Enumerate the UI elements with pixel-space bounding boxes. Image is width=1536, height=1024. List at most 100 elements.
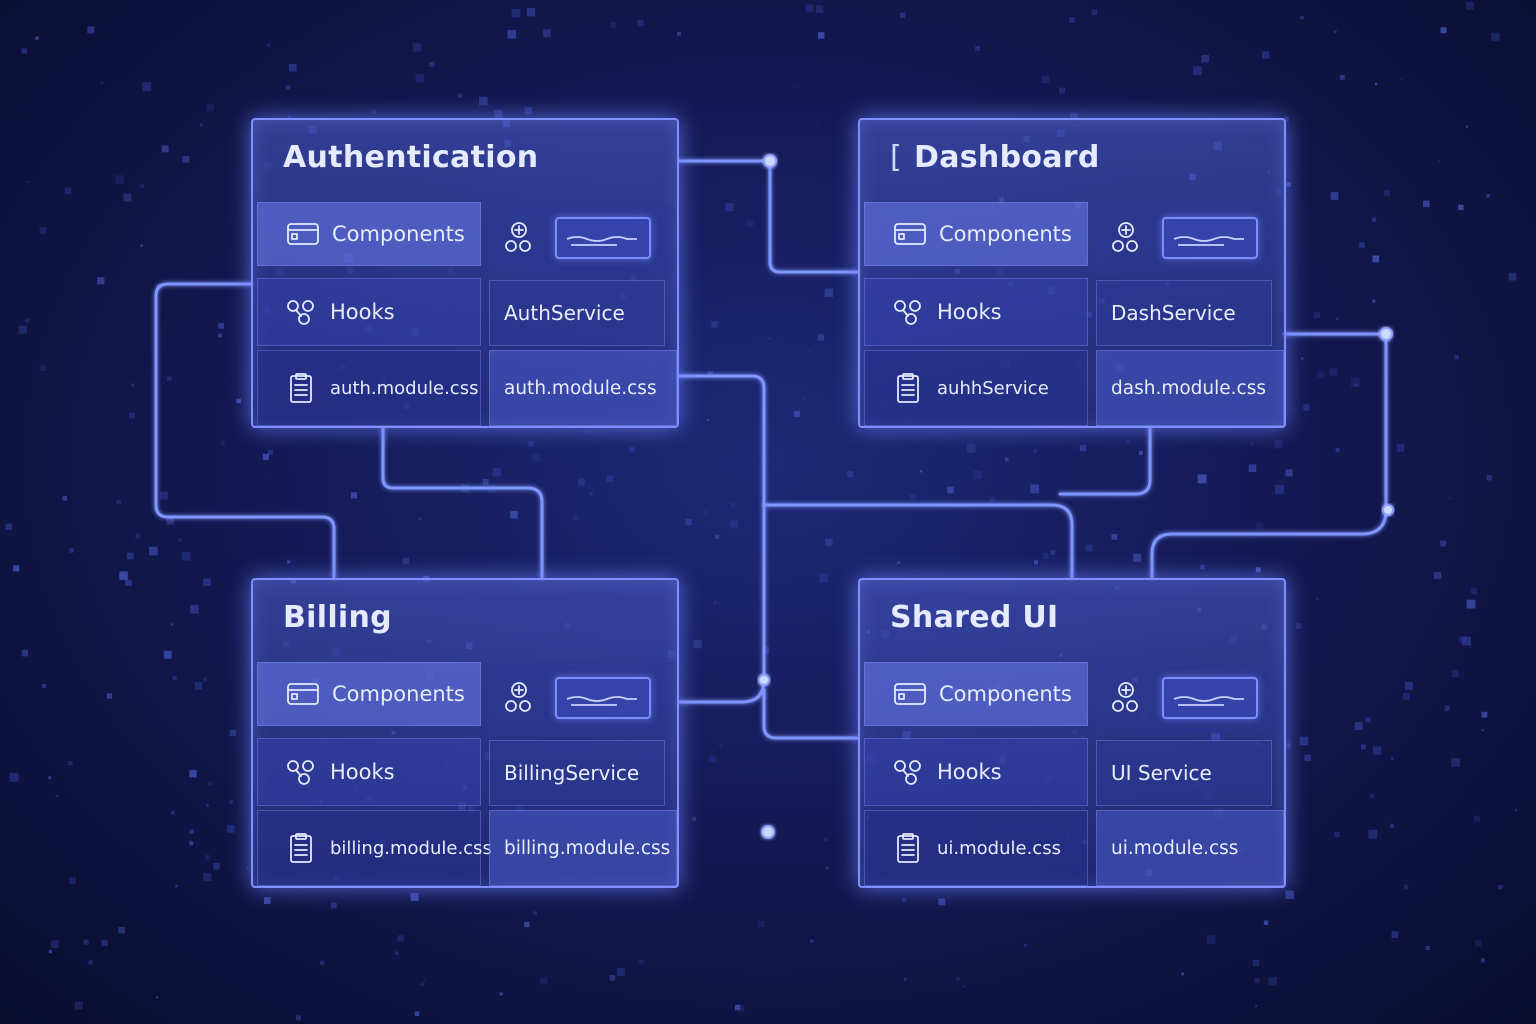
service-item[interactable]: DashService bbox=[1096, 280, 1272, 346]
particle bbox=[768, 337, 771, 340]
components-label: Components bbox=[939, 682, 1072, 706]
particle bbox=[419, 517, 422, 521]
particle bbox=[757, 920, 765, 928]
clipboard-icon bbox=[290, 833, 312, 863]
service-preview[interactable] bbox=[489, 202, 675, 274]
particle bbox=[1286, 744, 1291, 749]
service-preview[interactable] bbox=[1096, 662, 1282, 734]
wire-auth-billing-right bbox=[677, 374, 766, 704]
particle bbox=[203, 578, 211, 586]
service-item[interactable]: UI Service bbox=[1096, 740, 1272, 806]
particle bbox=[163, 650, 172, 659]
particle bbox=[266, 43, 271, 47]
particle bbox=[543, 29, 551, 38]
particle bbox=[208, 781, 213, 786]
style-file-item[interactable]: dash.module.css bbox=[1096, 350, 1284, 426]
particle bbox=[1255, 567, 1261, 573]
particle bbox=[524, 107, 532, 115]
service-preview[interactable] bbox=[1096, 202, 1282, 274]
hooks-item[interactable]: Hooks bbox=[864, 738, 1088, 806]
service-label: AuthService bbox=[504, 301, 625, 325]
file-item[interactable]: ui.module.css bbox=[864, 810, 1088, 886]
particle bbox=[824, 838, 828, 841]
hooks-icon bbox=[894, 300, 921, 325]
service-icon bbox=[1112, 682, 1138, 712]
particle bbox=[1091, 9, 1098, 16]
particle bbox=[1069, 17, 1075, 23]
particle bbox=[817, 123, 820, 126]
particle bbox=[1372, 255, 1380, 263]
style-file-item[interactable]: auth.module.css bbox=[489, 350, 677, 426]
particle bbox=[1440, 540, 1446, 547]
service-icon bbox=[1112, 222, 1138, 252]
style-file-item[interactable]: billing.module.css bbox=[489, 810, 677, 886]
particle bbox=[330, 902, 337, 909]
particle bbox=[919, 470, 923, 473]
wire-junction bbox=[1382, 504, 1394, 516]
hooks-label: Hooks bbox=[330, 760, 395, 784]
particle bbox=[577, 478, 585, 486]
module-authentication[interactable]: Authentication Components Hooks auth.mod… bbox=[251, 118, 679, 428]
particle bbox=[25, 318, 30, 323]
particle bbox=[1268, 976, 1277, 986]
components-item[interactable]: Components bbox=[257, 662, 481, 726]
window-icon bbox=[894, 683, 926, 705]
particle bbox=[1317, 371, 1325, 378]
particle bbox=[1451, 758, 1460, 767]
particle bbox=[149, 546, 158, 556]
components-item[interactable]: Components bbox=[864, 202, 1088, 266]
wire-junction bbox=[758, 674, 770, 686]
particle bbox=[962, 985, 965, 988]
particle bbox=[1440, 27, 1447, 34]
clipboard-icon bbox=[897, 373, 919, 403]
particle bbox=[221, 441, 226, 445]
file-item[interactable]: billing.module.css bbox=[257, 810, 492, 886]
style-file-item[interactable]: ui.module.css bbox=[1096, 810, 1284, 886]
particle bbox=[97, 277, 105, 285]
hooks-item[interactable]: Hooks bbox=[257, 278, 481, 346]
hooks-item[interactable]: Hooks bbox=[864, 278, 1088, 346]
particle bbox=[287, 115, 291, 119]
file-item[interactable]: auhhService bbox=[864, 350, 1088, 426]
particle bbox=[1085, 544, 1093, 552]
particle bbox=[703, 510, 708, 515]
module-dashboard[interactable]: [Dashboard Components Hooks auhhService … bbox=[858, 118, 1286, 428]
hooks-item[interactable]: Hooks bbox=[257, 738, 481, 806]
window-icon bbox=[894, 223, 926, 245]
particle bbox=[1299, 736, 1309, 746]
components-item[interactable]: Components bbox=[864, 662, 1088, 726]
module-shared-ui[interactable]: Shared UI Components Hooks ui.module.css… bbox=[858, 578, 1286, 888]
particle bbox=[990, 497, 995, 502]
service-item[interactable]: AuthService bbox=[489, 280, 665, 346]
title-bracket: [ bbox=[890, 140, 903, 175]
hooks-icon bbox=[287, 300, 314, 325]
preview-thumbnail bbox=[555, 677, 651, 719]
particle bbox=[1283, 116, 1289, 122]
service-item[interactable]: BillingService bbox=[489, 740, 665, 806]
particle bbox=[42, 684, 46, 688]
service-preview[interactable] bbox=[489, 662, 675, 734]
particle bbox=[677, 31, 681, 36]
module-billing[interactable]: Billing Components Hooks billing.module.… bbox=[251, 578, 679, 888]
particle bbox=[189, 841, 194, 846]
particle bbox=[1254, 978, 1260, 984]
particle bbox=[707, 371, 713, 377]
particle bbox=[35, 36, 39, 40]
particle bbox=[1300, 15, 1304, 20]
wire-terminal bbox=[761, 825, 775, 839]
particle bbox=[402, 557, 409, 564]
file-item[interactable]: auth.module.css bbox=[257, 350, 481, 426]
wire-auth-billing-center bbox=[381, 426, 544, 580]
particle bbox=[1466, 125, 1469, 128]
particle bbox=[5, 523, 12, 530]
components-item[interactable]: Components bbox=[257, 202, 481, 266]
particle bbox=[1375, 83, 1378, 86]
preview-lines bbox=[1173, 696, 1244, 706]
particle bbox=[115, 175, 124, 184]
particle bbox=[746, 219, 754, 227]
particle bbox=[1023, 943, 1028, 948]
particle bbox=[1490, 32, 1500, 42]
particle bbox=[160, 491, 168, 500]
components-label: Components bbox=[332, 222, 465, 246]
